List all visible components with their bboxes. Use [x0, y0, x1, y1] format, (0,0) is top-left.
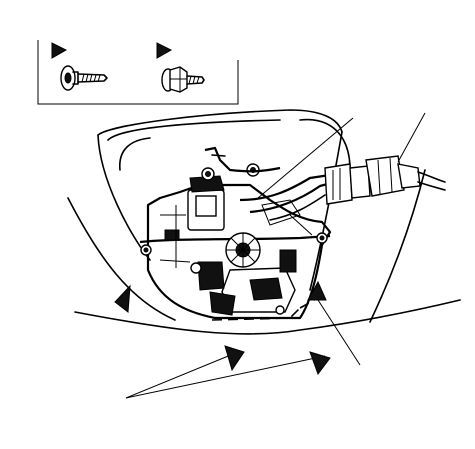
- legend-arrow-icon: [51, 42, 68, 59]
- legend-item-bolt: [51, 42, 108, 91]
- connector-plug: [365, 155, 405, 197]
- flange-bolt-icon: [60, 65, 108, 91]
- callout-arrow-bottom-right: [309, 351, 331, 376]
- callout-arrow-bottom-left: [224, 345, 245, 372]
- door-latch-assembly: [139, 163, 332, 320]
- legend-item-nut: [156, 42, 205, 93]
- legend-arrow-icon: [156, 42, 173, 59]
- flange-nut-icon: [161, 66, 205, 93]
- leader-lines: [125, 112, 426, 399]
- latch-cables: [204, 146, 336, 221]
- fastener-legend: [37, 40, 239, 105]
- callout-arrows: [114, 280, 331, 376]
- harness-connector: [324, 155, 446, 205]
- hidden-latch-outline: [211, 307, 301, 321]
- callout-arrow-right-upper: [307, 280, 327, 301]
- callout-arrow-left: [114, 284, 131, 313]
